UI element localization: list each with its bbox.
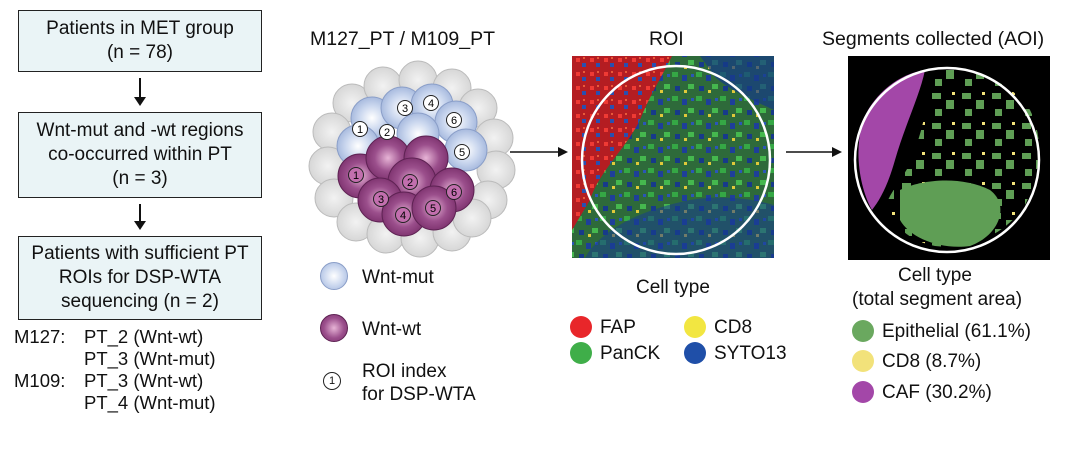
roi-marker-mut-2: 2 <box>379 124 395 140</box>
svg-text:3: 3 <box>402 103 408 115</box>
aoi-cd8-swatch <box>852 350 874 372</box>
flow-box-line: (n = 3) <box>112 168 168 189</box>
roi-marker-wt-3: 3 <box>373 191 389 207</box>
tumor-title: M127_PT / M109_PT <box>310 28 495 50</box>
patient-pt-row: M127: PT_2 (Wnt-wt) <box>14 326 216 348</box>
flow-box-line: (n = 78) <box>106 42 173 63</box>
svg-text:5: 5 <box>430 203 436 215</box>
panck-label: PanCK <box>600 343 661 364</box>
patient-id: M109: <box>14 370 66 391</box>
pt-entry: PT_3 (Wnt-mut) <box>84 348 216 369</box>
roi-image <box>572 56 774 258</box>
flow-box-met-group: Patients in MET group (n = 78) <box>18 10 262 72</box>
pt-entry: PT_3 (Wnt-wt) <box>84 370 204 391</box>
svg-text:1: 1 <box>357 124 363 136</box>
cd8-label: CD8 <box>714 317 753 338</box>
flow-arrow-down-icon <box>134 204 146 230</box>
aoi-title: Segments collected (AOI) <box>822 28 1045 50</box>
epithelial-swatch <box>852 320 874 342</box>
flow-box-line: Patients with sufficient PT <box>31 243 249 264</box>
svg-text:5: 5 <box>459 147 465 159</box>
roi-markers-mut: 1 2 3 4 5 6 <box>352 95 470 160</box>
aoi-image <box>848 56 1050 260</box>
roi-title: ROI <box>649 28 684 50</box>
roi-marker-wt-5: 5 <box>425 200 441 216</box>
aoi-legend-title: Cell type <box>898 265 972 286</box>
panck-swatch <box>570 342 592 364</box>
wnt-mut-legend-label: Wnt-mut <box>362 267 434 288</box>
patient-pt-row: M109: PT_3 (Wnt-wt) <box>14 370 216 392</box>
panel-arrow-right-icon <box>510 147 568 157</box>
tumor-cluster <box>308 60 516 258</box>
fap-label: FAP <box>600 317 636 338</box>
svg-text:1: 1 <box>353 170 359 182</box>
roi-marker-mut-4: 4 <box>423 95 439 111</box>
wnt-wt-legend-label: Wnt-wt <box>362 319 422 340</box>
cd8-swatch <box>684 316 706 338</box>
svg-text:2: 2 <box>384 127 390 139</box>
flow-box-co-occurred: Wnt-mut and -wt regions co-occurred with… <box>18 112 262 198</box>
flow-box-line: Wnt-mut and -wt regions <box>36 120 244 141</box>
aoi-legend-subtitle: (total segment area) <box>852 289 1023 310</box>
roi-marker-mut-6: 6 <box>446 112 462 128</box>
flow-box-line: Patients in MET group <box>46 18 234 39</box>
aoi-cd8-label: CD8 (8.7%) <box>882 351 982 372</box>
patient-pt-list: M127: PT_2 (Wnt-wt) PT_3 (Wnt-mut) M109: P… <box>14 326 216 414</box>
pt-entry: PT_4 (Wnt-mut) <box>84 392 216 413</box>
roi-legend-title: Cell type <box>636 277 710 298</box>
flow-arrow-down-icon <box>134 78 146 106</box>
fap-swatch <box>570 316 592 338</box>
roi-marker-mut-3: 3 <box>397 100 413 116</box>
roi-index-legend-line1: ROI index <box>362 361 447 382</box>
roi-marker-mut-5: 5 <box>454 144 470 160</box>
patient-pt-row: PT_4 (Wnt-mut) <box>14 392 216 414</box>
roi-index-symbol-icon: 1 <box>323 372 341 390</box>
roi-marker-wt-4: 4 <box>395 207 411 223</box>
flow-box-line: sequencing (n = 2) <box>61 291 219 312</box>
roi-marker-wt-6: 6 <box>446 184 462 200</box>
syto13-swatch <box>684 342 706 364</box>
epithelial-label: Epithelial (61.1%) <box>882 321 1031 342</box>
pt-entry: PT_2 (Wnt-wt) <box>84 326 204 347</box>
panel-arrow-right-icon <box>786 147 842 157</box>
roi-marker-mut-1: 1 <box>352 121 368 137</box>
svg-text:4: 4 <box>400 210 406 222</box>
svg-text:4: 4 <box>428 98 434 110</box>
patient-pt-row: PT_3 (Wnt-mut) <box>14 348 216 370</box>
caf-label: CAF (30.2%) <box>882 382 992 403</box>
flow-box-line: ROIs for DSP-WTA <box>58 267 222 288</box>
syto13-label: SYTO13 <box>714 343 787 364</box>
flow-box-line: co-occurred within PT <box>48 144 232 165</box>
caf-swatch <box>852 381 874 403</box>
wnt-wt-legend-swatch <box>320 314 348 342</box>
svg-text:6: 6 <box>451 115 457 127</box>
patient-id: M127: <box>14 326 66 347</box>
roi-marker-wt-1: 1 <box>348 167 364 183</box>
roi-index-legend-line2: for DSP-WTA <box>362 384 476 405</box>
svg-text:6: 6 <box>451 187 457 199</box>
roi-markers-wt: 1 2 3 4 5 6 <box>348 167 462 223</box>
flow-box-sufficient-rois: Patients with sufficient PT ROIs for DSP… <box>18 236 262 320</box>
wnt-mut-legend-swatch <box>320 262 348 290</box>
roi-marker-wt-2: 2 <box>402 174 418 190</box>
svg-text:2: 2 <box>407 177 413 189</box>
svg-text:3: 3 <box>378 194 384 206</box>
